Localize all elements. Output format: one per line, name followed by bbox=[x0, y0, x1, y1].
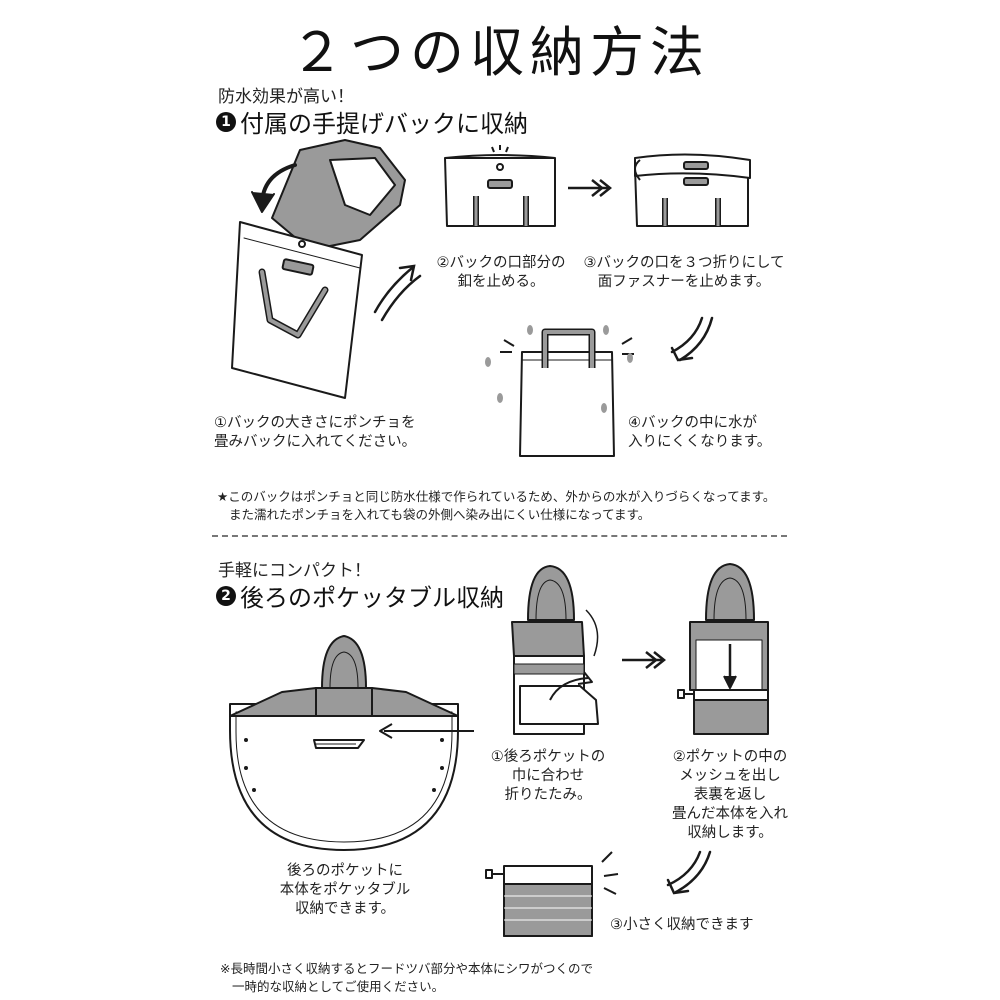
arrow-step2-to-step3 bbox=[568, 179, 613, 197]
section2-lead: 手軽にコンパクト！ bbox=[218, 561, 371, 581]
section2-step1-caption: ①後ろポケットの 巾に合わせ 折りたたみ。 bbox=[490, 749, 606, 803]
section1-heading-text: 付属の手提げバックに収納 bbox=[240, 110, 528, 138]
step2-bag-illustration bbox=[444, 145, 556, 227]
arrow-step3-to-step4 bbox=[670, 316, 714, 362]
section1-step1-caption: ①バックの大きさにポンチョを 畳みバックに入れてください。 bbox=[214, 415, 417, 450]
section2-heading-text: 後ろのポケッタブル収納 bbox=[240, 584, 504, 612]
section2-number-badge: 2 bbox=[216, 585, 236, 606]
arrow-step1-to-step2 bbox=[373, 264, 422, 322]
step2-mesh-illustration bbox=[677, 563, 769, 735]
step1-bag-illustration bbox=[231, 139, 406, 399]
section1-step4-caption: ④バックの中に水が 入りにくくなります。 bbox=[628, 415, 772, 450]
step1-folding-illustration bbox=[511, 565, 599, 735]
section2-heading: 2 後ろのポケッタブル収納 bbox=[216, 578, 504, 613]
section1-note: ★このバックはポンチョと同じ防水仕様で作られているため、外からの水が入りづらくな… bbox=[217, 489, 776, 522]
section1-lead: 防水効果が高い！ bbox=[218, 87, 354, 107]
water-drops bbox=[485, 325, 633, 413]
section1-step3-caption: ③バックの口を３つ折りにして 面ファスナーを止めます。 bbox=[583, 255, 785, 290]
section2-main-caption: 後ろのポケットに 本体をポケッタブル 収納できます。 bbox=[279, 863, 411, 917]
step3-bag-illustration bbox=[634, 153, 751, 227]
section2-step2-caption: ②ポケットの中の メッシュを出し 表裏を返し 畳んだ本体を入れ 収納します。 bbox=[672, 749, 788, 841]
section1-step2-caption: ②バックの口部分の 釦を止める。 bbox=[436, 255, 566, 290]
step3-pouch-illustration bbox=[485, 851, 619, 937]
section2-step3-caption: ③小さく収納できます bbox=[610, 917, 754, 933]
section2-note: ※長時間小さく収納するとフードツバ部分や本体にシワがつくので 一時的な収納として… bbox=[220, 961, 593, 994]
section-divider bbox=[212, 535, 787, 537]
poncho-back-illustration bbox=[229, 635, 474, 851]
page-title: ２つの収納方法 bbox=[290, 21, 710, 84]
step4-bag-illustration bbox=[500, 328, 634, 457]
arrow-s2-step1-to-step2 bbox=[622, 651, 667, 669]
section1-heading: 1 付属の手提げバックに収納 bbox=[216, 104, 528, 139]
arrow-s2-step2-to-step3 bbox=[666, 850, 712, 895]
section1-number-badge: 1 bbox=[216, 111, 236, 132]
